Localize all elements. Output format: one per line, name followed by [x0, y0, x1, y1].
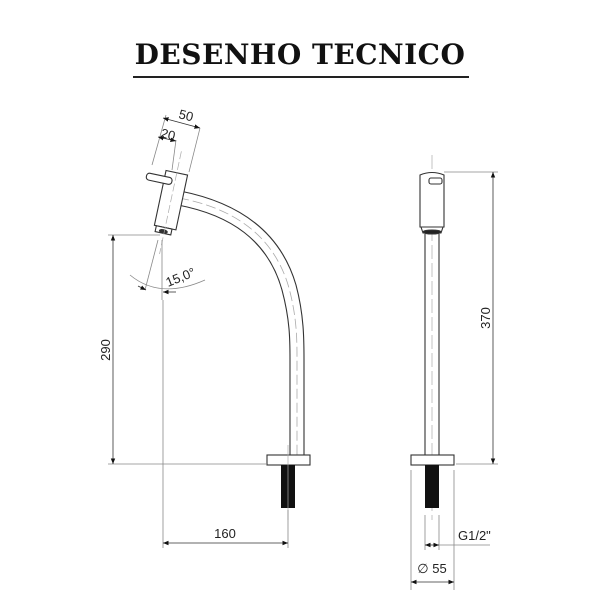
front-head	[419, 171, 445, 235]
dim-290-label: 290	[98, 339, 113, 361]
dimension-angle	[129, 239, 206, 300]
dimension-thread	[424, 515, 490, 550]
dimension-50-20	[151, 114, 201, 173]
dim-160-label: 160	[214, 526, 236, 541]
front-view: 370 G1/2" ∅ 55	[410, 155, 498, 590]
dim-370-label: 370	[478, 307, 493, 329]
dimension-160	[162, 300, 289, 548]
front-thread	[425, 465, 439, 508]
spout-pipe	[177, 190, 305, 462]
dimension-diameter	[410, 470, 455, 590]
title-underline	[133, 76, 469, 78]
dim-thread-label: G1/2"	[458, 528, 491, 543]
side-view: 50 20 15,0° 290 160	[98, 106, 311, 548]
dimension-370	[444, 171, 498, 465]
dim-diameter-label: ∅ 55	[417, 561, 446, 576]
faucet-head	[145, 151, 189, 255]
front-base-flange	[410, 454, 455, 466]
front-stem	[424, 234, 440, 455]
base-flange	[266, 445, 311, 520]
dim-50-label: 50	[177, 106, 195, 124]
dim-20-label: 20	[159, 125, 177, 143]
page-title: DESENHO TECNICO	[134, 38, 466, 71]
dim-angle-label: 15,0°	[164, 264, 198, 289]
dimension-290	[108, 234, 268, 465]
